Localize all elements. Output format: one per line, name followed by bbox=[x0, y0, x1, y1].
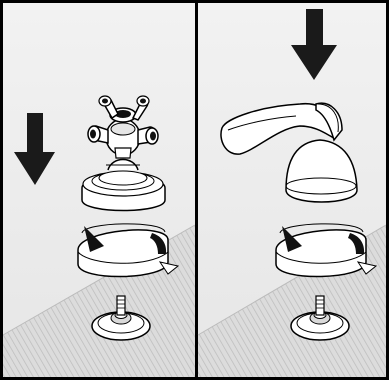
valve-stem-icon bbox=[290, 295, 350, 341]
lever-handle-icon bbox=[220, 102, 358, 203]
rotation-arrow-icon bbox=[275, 223, 378, 278]
panel-divider bbox=[195, 0, 198, 380]
down-arrow-icon bbox=[14, 113, 55, 185]
rotation-arrow-icon bbox=[77, 223, 180, 278]
panel-right bbox=[197, 3, 387, 377]
down-arrow-icon bbox=[291, 9, 337, 80]
panel-left bbox=[2, 3, 196, 377]
valve-stem-icon bbox=[91, 295, 151, 341]
cross-handle-icon bbox=[81, 95, 166, 212]
